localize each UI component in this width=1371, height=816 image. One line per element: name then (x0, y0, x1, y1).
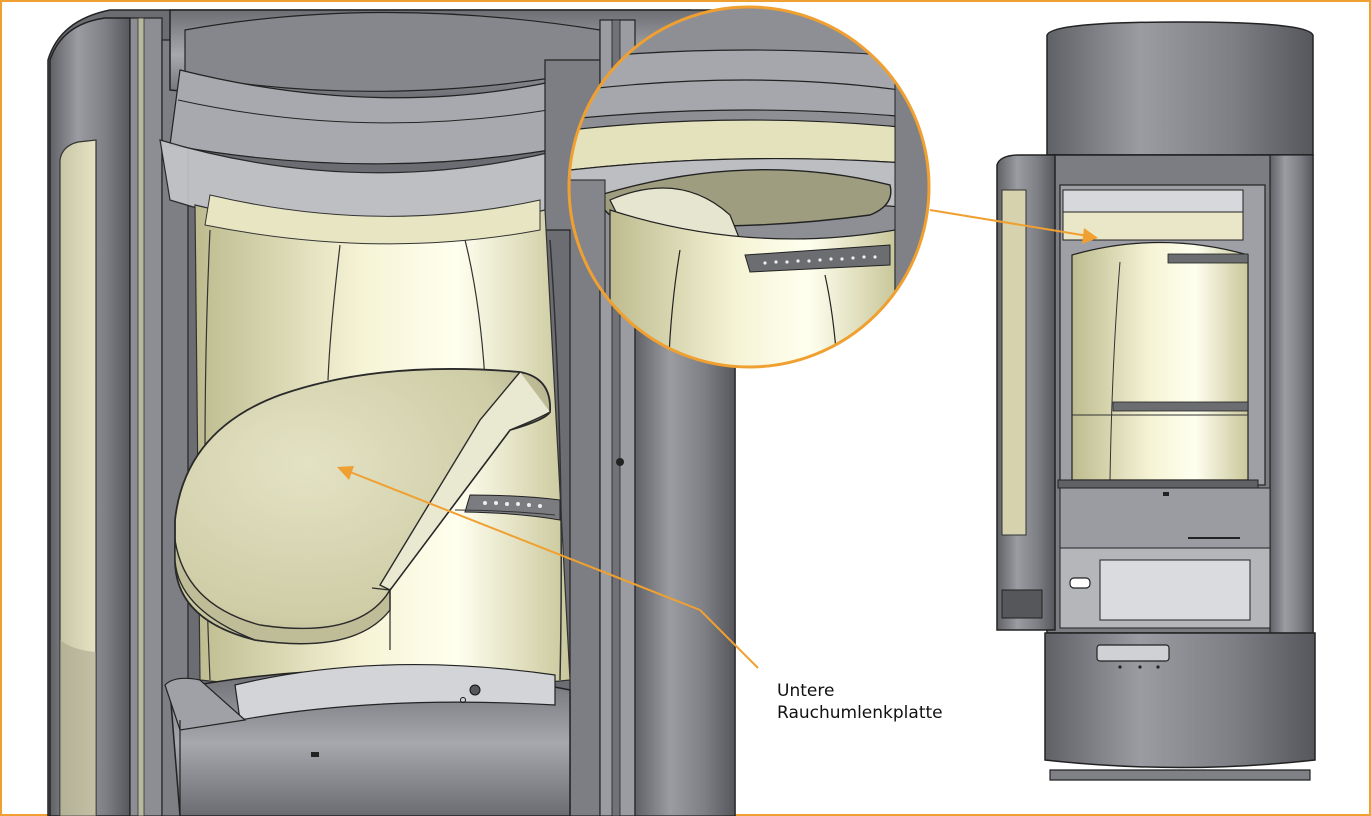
detail-circle (567, 5, 931, 369)
annotation-line-2: Rauchumlenkplatte (777, 703, 943, 723)
annotation-label: Untere Rauchumlenkplatte (777, 680, 943, 724)
stove-overview (996, 21, 1316, 781)
callout-detail-arrow (929, 209, 1098, 244)
stove-main-illustration (47, 9, 736, 816)
annotation-line-1: Untere (777, 681, 835, 701)
callout-plate-arrow (337, 466, 759, 669)
